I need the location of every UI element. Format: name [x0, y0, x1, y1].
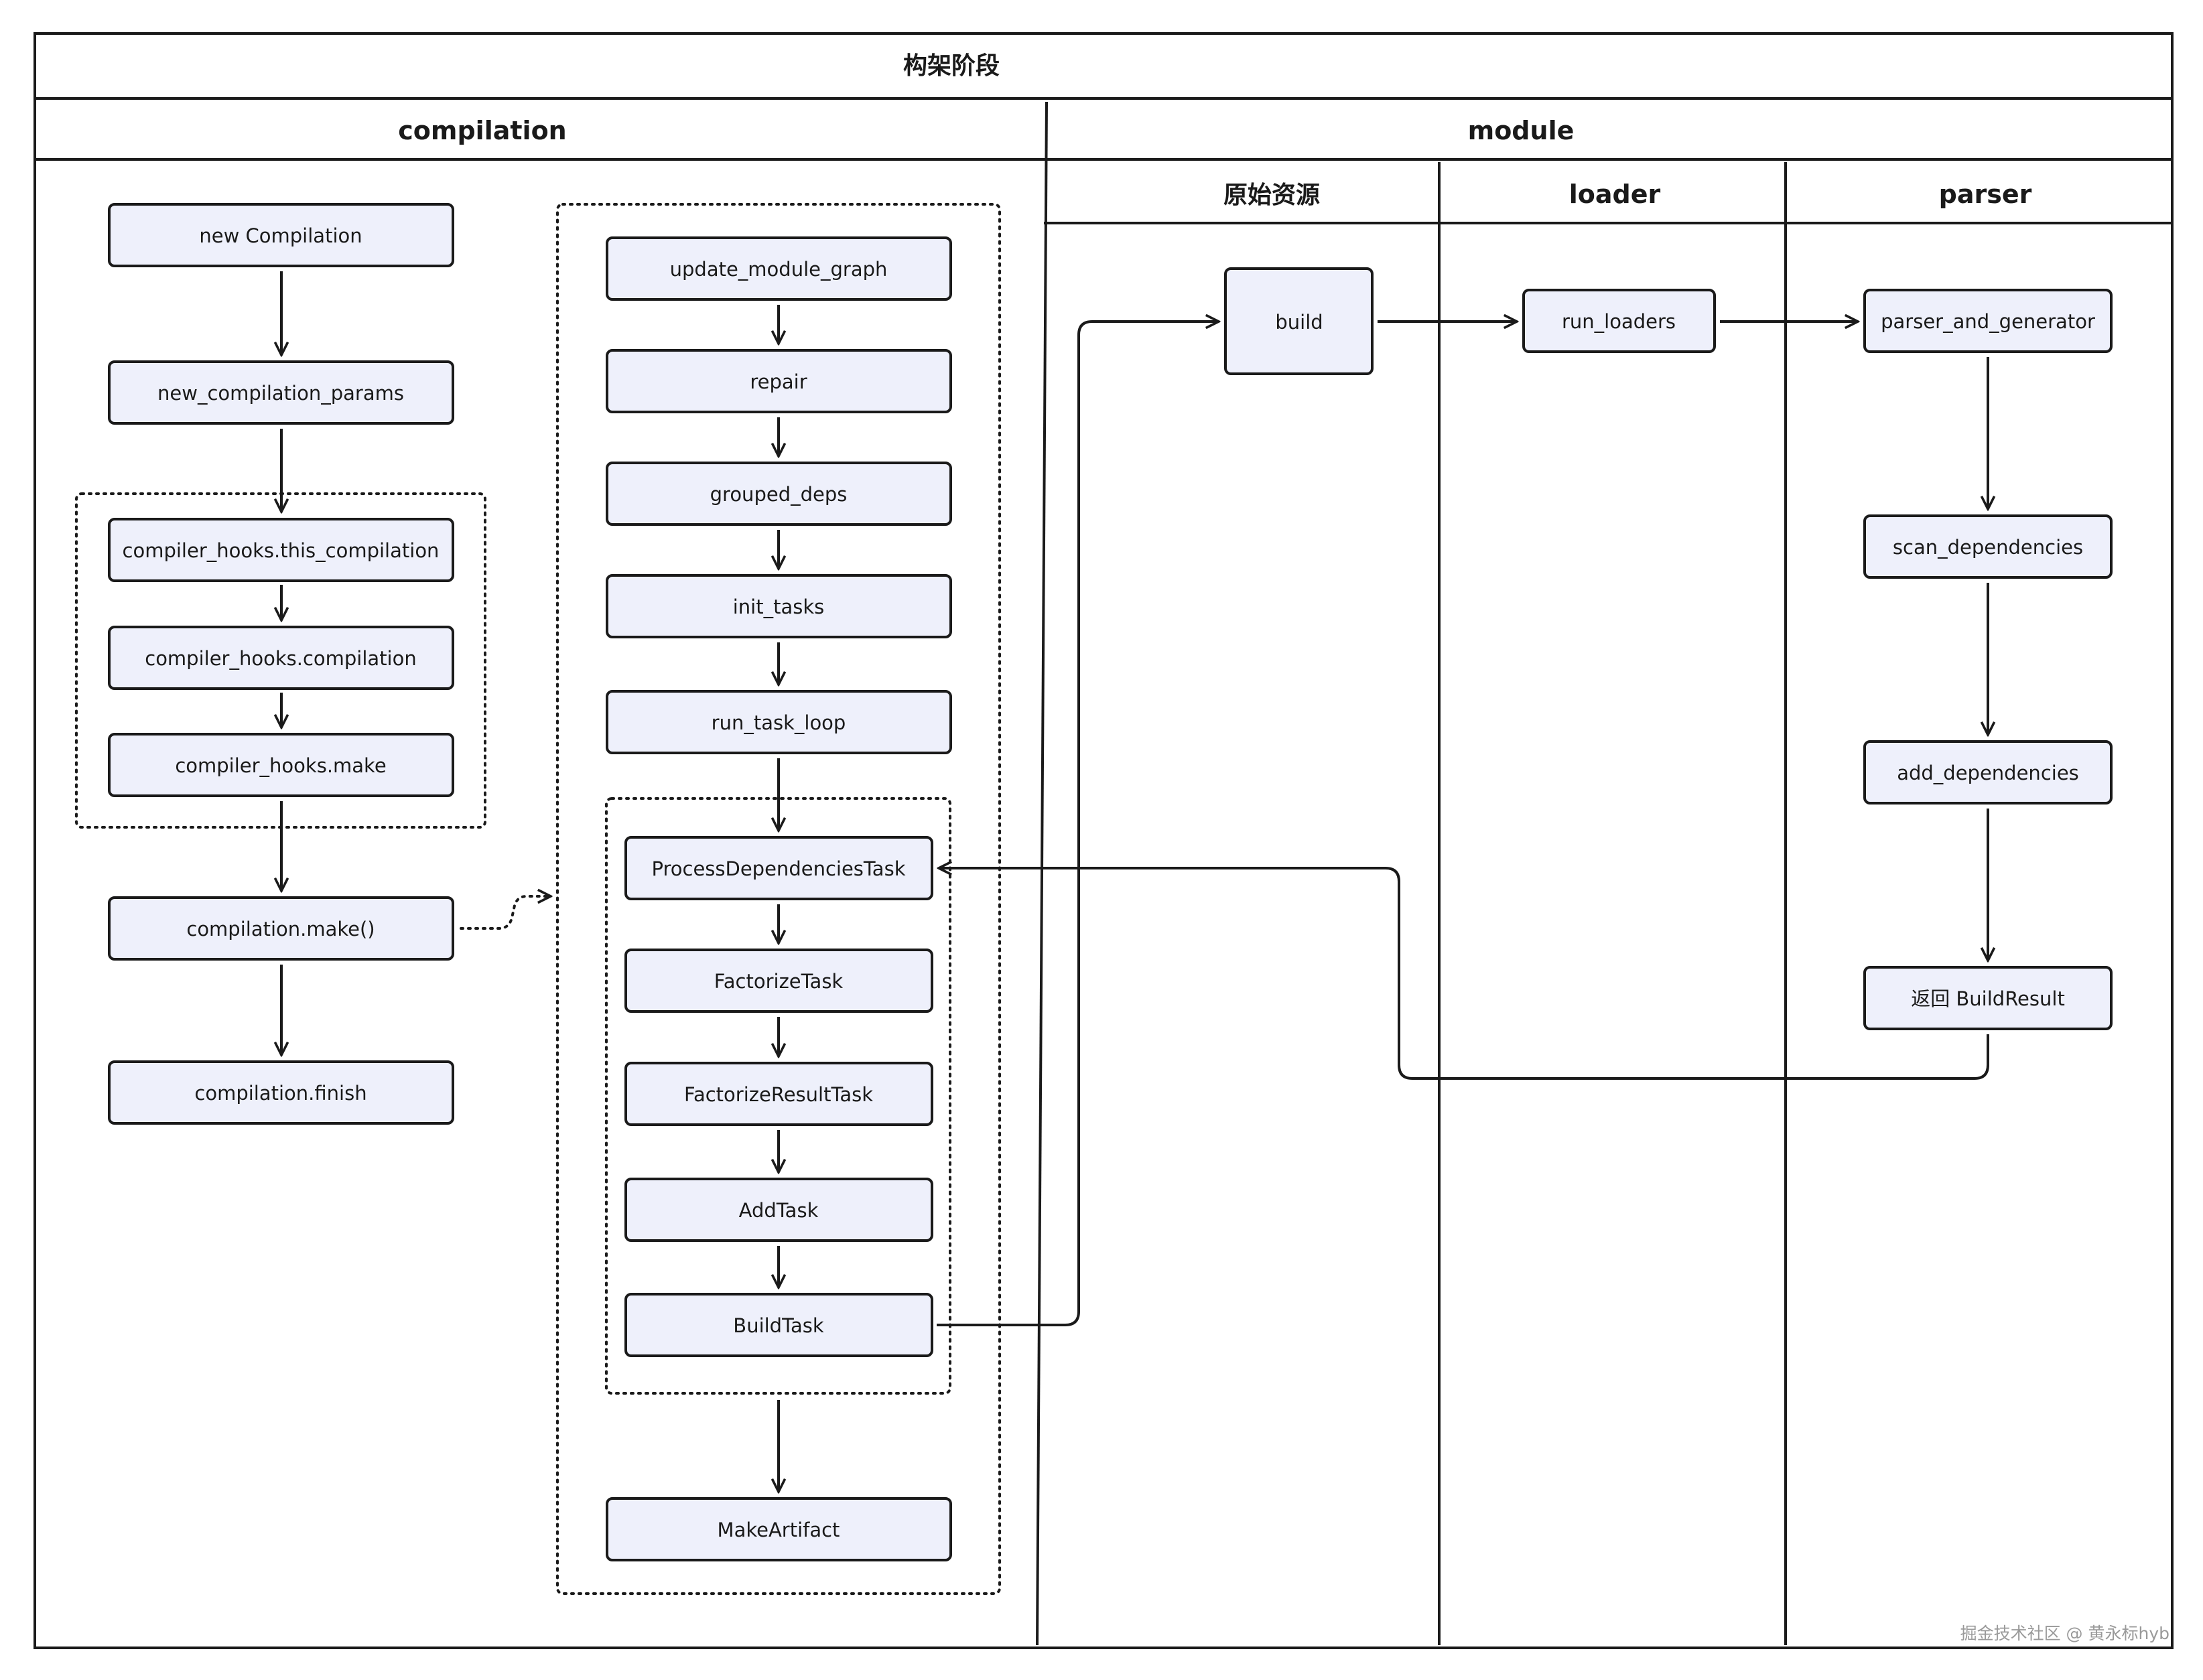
node-return-build-result: 返回 BuildResult [1863, 966, 2113, 1030]
edge-build-task-to-build [937, 322, 1219, 1326]
node-factorize-result-task: FactorizeResultTask [624, 1062, 933, 1126]
node-grouped-deps: grouped_deps [606, 462, 952, 526]
edge-return-to-process-dependencies [939, 868, 1989, 1080]
node-hooks-compilation-label: compiler_hooks.compilation [145, 647, 417, 670]
node-make-artifact: MakeArtifact [606, 1497, 952, 1561]
node-run-loaders-label: run_loaders [1562, 310, 1676, 333]
node-process-dependencies-task: ProcessDependenciesTask [624, 836, 933, 900]
node-new-compilation-params: new_compilation_params [108, 360, 454, 425]
node-factorize-task-label: FactorizeTask [714, 970, 844, 993]
node-parser-and-generator: parser_and_generator [1863, 289, 2113, 353]
compilation-module-divider [1036, 101, 1048, 1646]
compilation-title: compilation [398, 116, 566, 145]
watermark: 掘金技术社区 @ 黄永标hyb [1960, 1624, 2169, 1643]
node-this-compilation: compiler_hooks.this_compilation [108, 518, 454, 582]
edge-compilation-make-to-group [460, 896, 551, 930]
node-run-task-loop-label: run_task_loop [712, 711, 846, 734]
node-factorize-task: FactorizeTask [624, 949, 933, 1013]
node-build: build [1224, 267, 1374, 375]
node-add-dependencies-label: add_dependencies [1897, 762, 2079, 784]
node-scan-dependencies-label: scan_dependencies [1893, 536, 2083, 559]
node-return-build-result-label: 返回 BuildResult [1911, 987, 2065, 1010]
node-grouped-deps-label: grouped_deps [710, 483, 848, 506]
node-make-artifact-label: MakeArtifact [718, 1519, 840, 1541]
node-add-task: AddTask [624, 1178, 933, 1242]
lane-raw-title: 原始资源 [1223, 182, 1320, 209]
outer-border [34, 32, 2174, 1649]
node-add-dependencies: add_dependencies [1863, 740, 2113, 804]
lane-loader-title: loader [1569, 180, 1661, 209]
node-factorize-result-task-label: FactorizeResultTask [684, 1083, 873, 1106]
node-new-compilation-params-label: new_compilation_params [157, 382, 404, 405]
node-new-compilation-label: new Compilation [199, 224, 362, 247]
node-update-module-graph: update_module_graph [606, 236, 952, 301]
node-run-loaders: run_loaders [1522, 289, 1716, 353]
node-repair-label: repair [750, 370, 807, 393]
node-repair: repair [606, 349, 952, 413]
node-compilation-finish-label: compilation.finish [194, 1082, 366, 1105]
node-this-compilation-label: compiler_hooks.this_compilation [123, 539, 440, 562]
node-compilation-make-label: compilation.make() [186, 918, 375, 940]
make-process-group [556, 203, 1001, 1595]
node-compilation-make: compilation.make() [108, 896, 454, 961]
node-run-task-loop: run_task_loop [606, 690, 952, 754]
node-hooks-make-label: compiler_hooks.make [175, 754, 386, 777]
node-compilation-finish: compilation.finish [108, 1060, 454, 1125]
lane-parser-title: parser [1939, 180, 2032, 209]
node-parser-and-generator-label: parser_and_generator [1881, 310, 2095, 333]
task-loop-group [605, 797, 951, 1395]
module-title: module [1468, 116, 1575, 145]
node-build-task-label: BuildTask [733, 1314, 824, 1337]
node-hooks-compilation: compiler_hooks.compilation [108, 626, 454, 690]
node-build-label: build [1275, 311, 1323, 334]
node-process-dependencies-task-label: ProcessDependenciesTask [652, 857, 906, 880]
stage-title: 构架阶段 [903, 52, 1000, 80]
node-init-tasks-label: init_tasks [733, 596, 825, 618]
node-scan-dependencies: scan_dependencies [1863, 514, 2113, 579]
node-add-task-label: AddTask [739, 1199, 819, 1222]
node-hooks-make: compiler_hooks.make [108, 733, 454, 797]
node-new-compilation: new Compilation [108, 203, 454, 267]
swimlane-frame [34, 32, 2174, 1649]
node-build-task: BuildTask [624, 1293, 933, 1357]
node-update-module-graph-label: update_module_graph [670, 258, 888, 281]
node-init-tasks: init_tasks [606, 574, 952, 638]
